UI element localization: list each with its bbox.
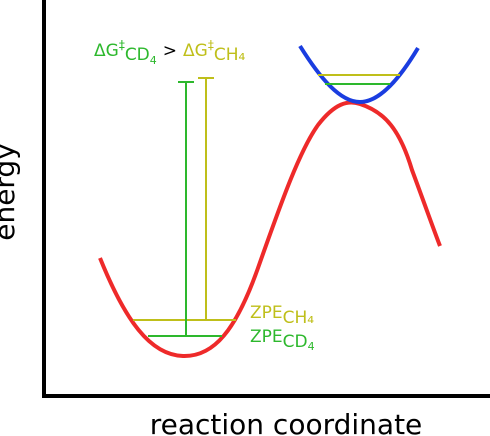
x-axis-label: reaction coordinate [150,408,423,436]
y-axis-label: energy [0,143,21,241]
barrier-comparison-label: ΔG‡CD4>ΔG‡CH₄ [94,38,245,67]
axis-lines [42,0,490,398]
zpe-cd4-label: ZPECD4 [250,327,315,353]
barrier-bar-cd4 [178,81,194,336]
reaction-energy-curve [98,100,442,359]
zpe-ch4-label: ZPECH₄ [250,303,314,328]
barrier-bar-ch4 [198,77,214,320]
transition-state-curve [298,44,420,105]
